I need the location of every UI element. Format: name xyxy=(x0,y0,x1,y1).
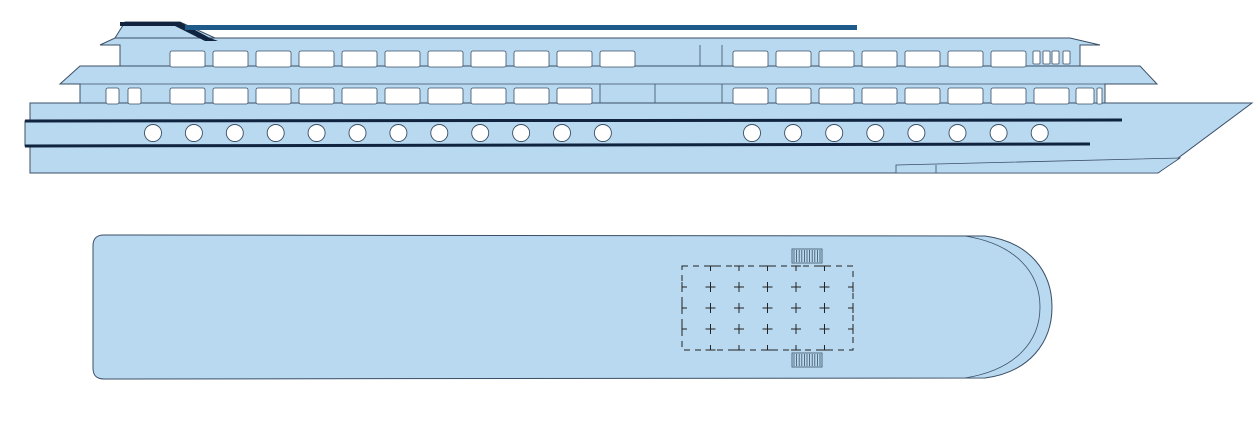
porthole xyxy=(989,124,1008,142)
porthole xyxy=(784,124,803,142)
hull-stripe-upper xyxy=(24,118,1123,123)
stairway-top xyxy=(791,248,823,264)
window xyxy=(732,87,769,105)
window-small xyxy=(1032,50,1041,65)
window xyxy=(775,50,812,68)
bow-detail-line xyxy=(895,157,1182,174)
porthole xyxy=(512,124,531,142)
window xyxy=(255,87,292,105)
window xyxy=(255,50,292,68)
hull-stripe-lower xyxy=(24,142,1091,148)
porthole xyxy=(266,124,285,142)
window xyxy=(169,50,206,68)
window xyxy=(904,87,941,105)
window xyxy=(990,87,1027,105)
porthole xyxy=(593,124,612,142)
window xyxy=(298,50,335,68)
window xyxy=(861,50,898,68)
porthole xyxy=(948,124,967,142)
window xyxy=(1033,87,1070,105)
window xyxy=(341,50,378,68)
stairway-bottom xyxy=(791,352,823,368)
window xyxy=(470,87,507,105)
porthole xyxy=(825,124,844,142)
ship-top-view xyxy=(92,234,1053,380)
porthole xyxy=(471,124,490,142)
sun-lounger-grid xyxy=(681,265,854,351)
window xyxy=(818,50,855,68)
window xyxy=(1075,87,1095,105)
porthole xyxy=(225,124,244,142)
porthole xyxy=(743,124,761,142)
deck-edge-top xyxy=(964,235,1041,379)
window xyxy=(556,50,593,68)
window xyxy=(384,87,421,105)
hull-portholes xyxy=(144,124,1049,142)
hull-outline-top xyxy=(92,234,1053,380)
window xyxy=(212,87,249,105)
sun-deck-roof xyxy=(185,25,857,30)
window xyxy=(775,87,812,105)
porthole xyxy=(184,124,203,142)
window-small xyxy=(1042,50,1051,65)
window xyxy=(169,87,206,105)
porthole xyxy=(553,124,571,142)
window-small xyxy=(1062,50,1071,65)
window xyxy=(384,50,421,68)
window xyxy=(599,50,636,68)
porthole xyxy=(1030,124,1049,142)
window xyxy=(947,50,984,68)
window xyxy=(427,50,464,68)
porthole xyxy=(430,124,449,142)
window xyxy=(341,87,378,105)
porthole xyxy=(389,124,408,142)
window xyxy=(513,50,550,68)
porthole xyxy=(348,124,367,142)
window-small xyxy=(127,87,142,105)
window xyxy=(818,87,855,105)
ship-side-view xyxy=(24,21,1254,174)
upper-deck-windows xyxy=(169,50,1071,68)
window xyxy=(212,50,249,68)
window xyxy=(556,87,593,105)
window xyxy=(861,87,898,105)
window xyxy=(298,87,335,105)
porthole xyxy=(144,124,162,142)
porthole xyxy=(866,124,885,142)
window-small xyxy=(105,87,120,105)
window xyxy=(427,87,464,105)
porthole xyxy=(307,124,326,142)
window xyxy=(990,50,1027,68)
sun-deck-canopy xyxy=(120,22,218,41)
window-small xyxy=(1051,50,1060,65)
porthole xyxy=(907,124,926,142)
window xyxy=(904,50,941,68)
window xyxy=(513,87,550,105)
window xyxy=(470,50,507,68)
middle-deck-windows xyxy=(105,87,1103,105)
window xyxy=(947,87,984,105)
window-small xyxy=(1096,87,1103,105)
window xyxy=(732,50,769,68)
